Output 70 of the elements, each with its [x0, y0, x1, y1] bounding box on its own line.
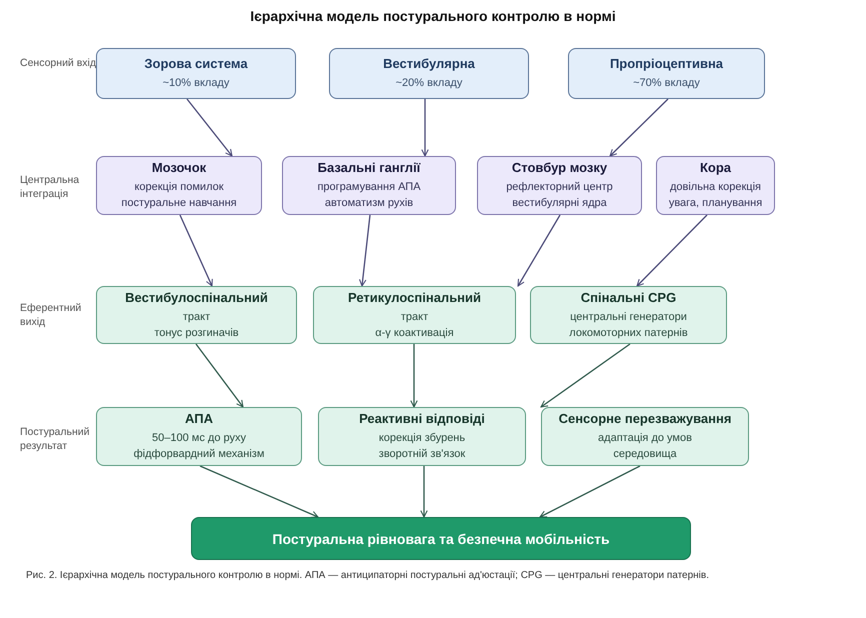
outcome-box: [191, 517, 691, 560]
node-description: автоматизм рухів: [324, 196, 414, 211]
node-description: адаптація до умов: [598, 431, 692, 446]
node-description: 50–100 мс до руху: [152, 431, 246, 446]
process-box: [313, 286, 516, 344]
node-heading: Спінальні CPG: [580, 290, 676, 304]
row-label: Центральна інтеграція: [20, 173, 80, 201]
process-box: [96, 48, 296, 99]
process-box: [96, 156, 262, 215]
process-box: [541, 407, 749, 466]
process-box: [329, 48, 529, 99]
node-description: середовища: [613, 447, 677, 462]
arrow: [421, 99, 429, 157]
node-heading: Зорова система: [144, 56, 248, 71]
node-heading: Мозочок: [152, 160, 206, 175]
process-box: [282, 156, 456, 215]
node-description: корекція збурень: [378, 431, 466, 446]
node-description: рефлекторний центр: [506, 180, 613, 195]
node-description: центральні генератори: [570, 310, 687, 324]
arrow: [195, 344, 244, 408]
node-description: довільна корекція: [670, 180, 762, 195]
process-box: [96, 286, 297, 344]
diagram-title: Ієрархічна модель постурального контролю в нормі: [249, 8, 617, 24]
arrow: [539, 465, 640, 518]
node-description: локомоторних патернів: [569, 326, 688, 340]
node-description: ~20% вкладу: [396, 76, 462, 91]
node-heading: Вестибулярна: [383, 56, 475, 71]
node-description: постуральне навчання: [121, 196, 237, 211]
node-description: корекція помилок: [134, 180, 224, 195]
node-description: зворотній зв'язок: [378, 447, 466, 462]
arrow: [186, 98, 233, 157]
node-heading: Реактивні відповіді: [359, 411, 485, 426]
process-box: [530, 286, 727, 344]
figure-caption: Рис. 2. Ієрархічна модель постурального контролю в нормі. АПА — антиципаторні постуральні ад'юстації; CPG — центральні генератори патернів.: [26, 570, 709, 581]
node-heading: Сенсорне перезважування: [558, 411, 732, 426]
process-box: [477, 156, 642, 215]
node-description: ~70% вкладу: [633, 76, 700, 91]
node-description: вестибулярні ядра: [512, 196, 607, 211]
arrow: [420, 466, 428, 518]
node-description: увага, планування: [668, 196, 762, 211]
arrow: [517, 214, 561, 287]
row-label: Еферентний вихід: [20, 301, 82, 329]
node-description: фідфорвардний механізм: [134, 447, 264, 462]
arrow: [410, 344, 418, 408]
arrow: [636, 214, 708, 287]
node-heading: Пропріоцептивна: [610, 56, 724, 71]
node-heading: Стовбур мозку: [512, 160, 608, 175]
node-description: α-γ коактивація: [375, 326, 454, 340]
node-description: тонус розгиначів: [154, 326, 239, 340]
process-box: [568, 48, 765, 99]
process-box: [656, 156, 775, 215]
node-heading: Постуральна рівновага та безпечна мобільність: [272, 530, 610, 546]
node-heading: Вестибулоспінальний: [125, 290, 268, 304]
node-description: ~10% вкладу: [162, 76, 230, 91]
arrow: [200, 465, 319, 518]
row-label: Сенсорний вхід: [20, 56, 98, 70]
arrow: [179, 214, 213, 287]
arrow: [359, 214, 371, 287]
arrow: [609, 98, 668, 157]
arrow: [540, 343, 630, 408]
node-heading: Ретикулоспінальний: [348, 290, 482, 304]
node-heading: Базальні ганглії: [318, 160, 420, 175]
node-heading: АПА: [185, 411, 213, 426]
node-description: програмування АПА: [317, 180, 421, 195]
process-box: [96, 407, 302, 466]
process-box: [318, 407, 526, 466]
row-label: Постуральний результат: [20, 425, 91, 453]
node-description: тракт: [182, 310, 210, 324]
node-heading: Кора: [700, 160, 732, 175]
node-description: тракт: [400, 310, 428, 324]
